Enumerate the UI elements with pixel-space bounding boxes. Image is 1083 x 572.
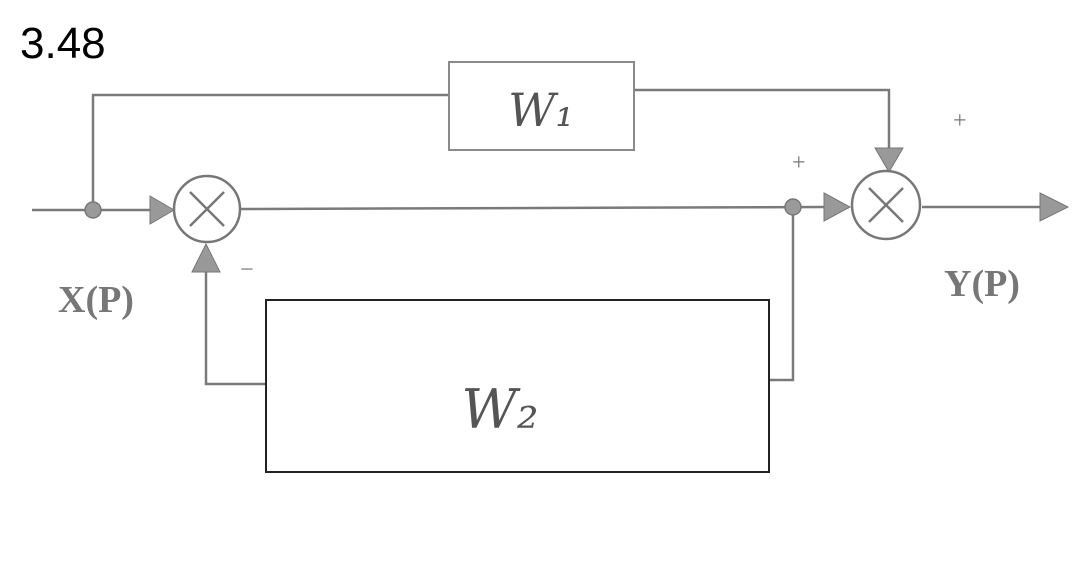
block-w2: W₂: [265, 299, 770, 473]
feedforward-wire-right: [634, 88, 891, 148]
minus-sign: −: [240, 257, 254, 283]
feedback-wire-left: [204, 272, 266, 386]
arrow-output: [1039, 192, 1070, 222]
plus-sign-main: +: [792, 150, 806, 176]
main-forward-wire: [240, 205, 825, 211]
summing-junction-2-icon: [850, 169, 922, 241]
plus-sign-top: +: [953, 108, 967, 134]
block-w1-label: W₁: [508, 83, 574, 137]
summing-junction-1-icon: [172, 174, 242, 244]
arrow-into-summer1: [149, 195, 175, 225]
arrow-into-summer2: [823, 192, 852, 222]
input-label: X(P): [58, 279, 134, 321]
signal-wires: [32, 88, 1040, 386]
output-branch-point: [784, 198, 802, 216]
problem-number: 3.48: [20, 19, 106, 68]
feedforward-wire-left: [91, 93, 449, 210]
block-w2-label: W₂: [461, 378, 538, 441]
block-w1: W₁: [448, 61, 635, 151]
arrow-w1-into-summer2: [874, 147, 904, 173]
arrow-feedback-into-summer1: [191, 242, 221, 273]
feedback-wire-right: [769, 207, 795, 382]
output-label: Y(P): [944, 263, 1020, 305]
input-branch-point: [84, 201, 102, 219]
